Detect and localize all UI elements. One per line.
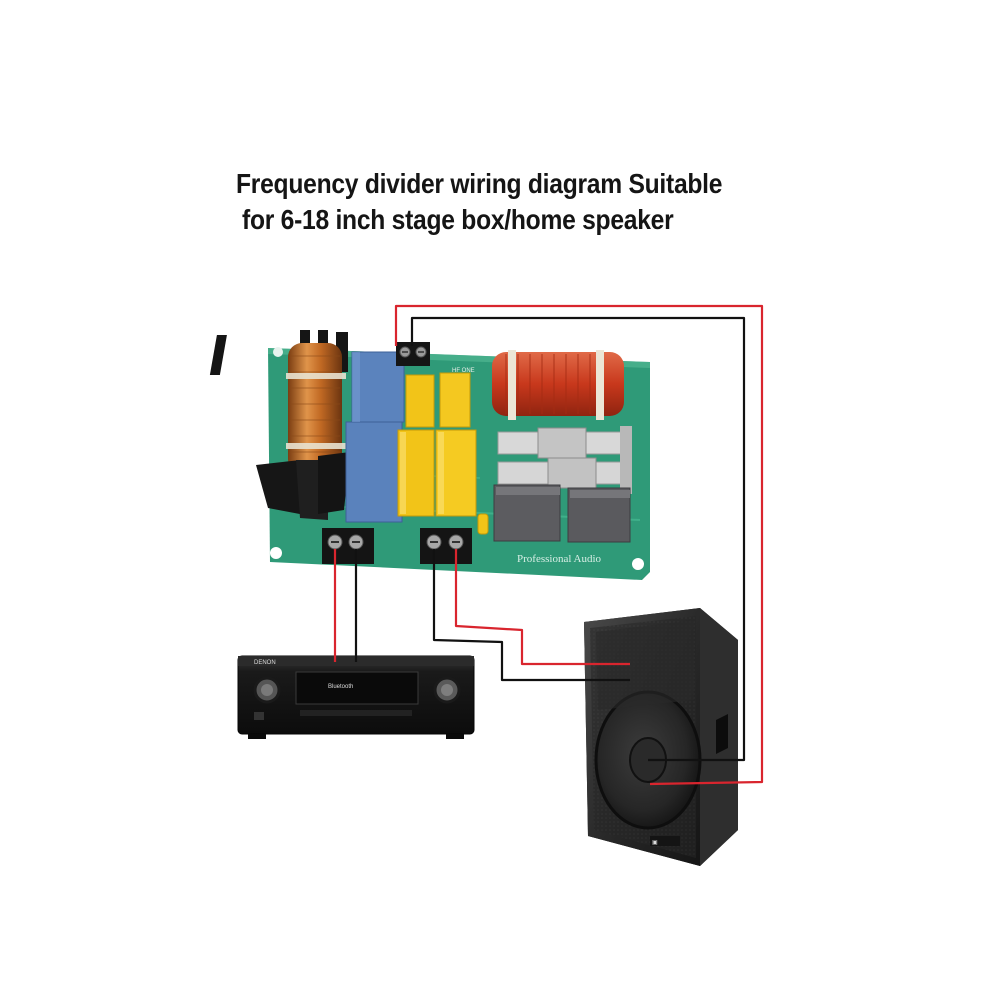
diagram-title: Frequency divider wiring diagram Suitabl… (0, 166, 990, 238)
woofer-positive-wire (454, 549, 630, 666)
mount-hole (632, 558, 644, 570)
horn (596, 620, 694, 710)
input-terminal (322, 528, 374, 564)
woofer-terminal (420, 528, 472, 564)
title-line-1: Frequency divider wiring diagram Suitabl… (236, 168, 723, 199)
bass-inductor (209, 330, 350, 520)
amp-display-text: Bluetooth (328, 684, 353, 690)
tweeter-terminal (396, 342, 430, 366)
board-corner-label: HF ONE (452, 368, 475, 374)
grey-capacitors (493, 484, 631, 543)
mount-hole (273, 347, 283, 357)
speaker-cabinet: ▣ (584, 608, 738, 866)
resistors (497, 426, 632, 494)
svg-text:▣: ▣ (652, 840, 658, 846)
mount-hole (270, 547, 282, 559)
board-label: Professional Audio (517, 553, 602, 565)
yellow-capacitors (397, 372, 489, 535)
tweeter-inductor (492, 350, 624, 420)
title-line-2: for 6-18 inch stage box/home speaker (242, 204, 674, 235)
amp-brand: DENON (254, 660, 276, 666)
woofer-negative-wire (432, 549, 630, 682)
tweeter-negative-wire (410, 316, 746, 762)
wiring (333, 304, 764, 786)
amplifier: Bluetooth DENON (237, 655, 475, 739)
amp-display (295, 671, 419, 705)
tweeter-positive-wire (394, 304, 764, 786)
crossover-board: Professional Audio HF ONE (209, 330, 650, 580)
blue-capacitors (345, 351, 405, 523)
